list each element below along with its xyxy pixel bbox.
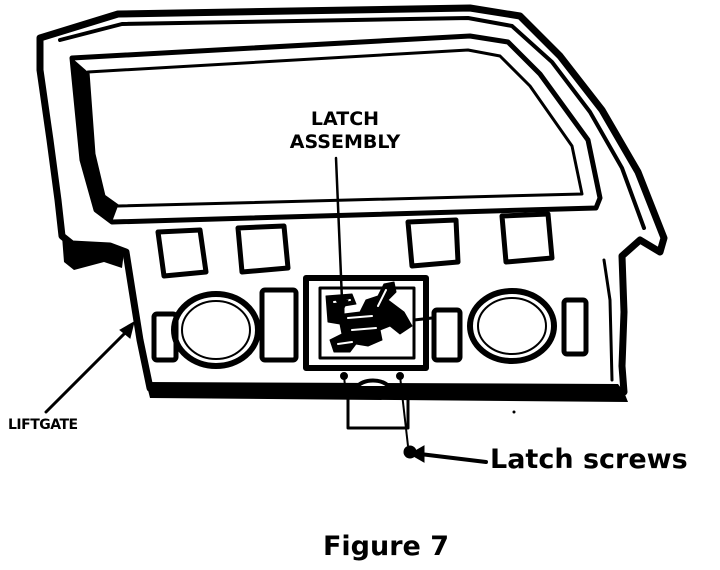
latch-striker — [346, 378, 410, 430]
opening-upper-3 — [405, 217, 461, 269]
screw-leader-right — [399, 375, 409, 447]
latch-assembly-label-line1: LATCH — [310, 108, 380, 130]
leader-latch-assembly — [334, 156, 344, 302]
latch-plate — [318, 286, 416, 360]
upper-openings — [155, 211, 555, 279]
opening-round-left-inner — [181, 300, 251, 360]
opening-round-right-inner — [477, 297, 547, 355]
latch-assembly — [303, 275, 434, 371]
figure-caption: Figure 7 — [0, 533, 720, 560]
latch-rod — [412, 316, 434, 322]
opening-upper-4 — [499, 211, 555, 265]
striker-lip — [354, 378, 392, 390]
latch-assembly-label-line2: ASSEMBLY — [289, 131, 401, 153]
rear-window — [69, 33, 603, 225]
striker-bracket — [346, 392, 410, 430]
screw-leader-left — [343, 375, 347, 397]
liftgate-label: LIFTGATE — [8, 417, 78, 433]
latch-housing — [303, 275, 429, 371]
leader-latch-screws — [418, 452, 488, 464]
opening-slot-center-left — [259, 287, 299, 363]
figure-caption-text: Figure 7 — [322, 531, 450, 562]
opening-upper-1 — [155, 227, 209, 279]
liftgate-left-shadow — [62, 236, 124, 270]
opening-round-right — [467, 288, 557, 364]
liftgate-bottom-edge — [146, 382, 628, 402]
scan-speck — [512, 410, 516, 414]
latch-screws-label: Latch screws — [490, 444, 688, 475]
liftgate-right-seam — [602, 258, 614, 382]
leader-latch-screws-arrow — [408, 445, 425, 463]
leader-liftgate-arrow — [119, 320, 135, 339]
opening-round-left — [171, 291, 261, 369]
opening-upper-2 — [235, 223, 291, 275]
leader-liftgate — [44, 328, 130, 414]
opening-slot-center-right — [431, 307, 463, 363]
leader-latch-assembly-arrow — [335, 299, 349, 314]
lower-openings — [151, 287, 589, 369]
leader-lines — [44, 156, 488, 464]
latch-assembly-label: LATCH ASSEMBLY — [270, 110, 420, 156]
liftgate-inner-edge — [58, 16, 646, 230]
rear-window-shade — [72, 58, 118, 222]
opening-slot-right — [561, 297, 589, 357]
latch-screws — [340, 372, 417, 459]
